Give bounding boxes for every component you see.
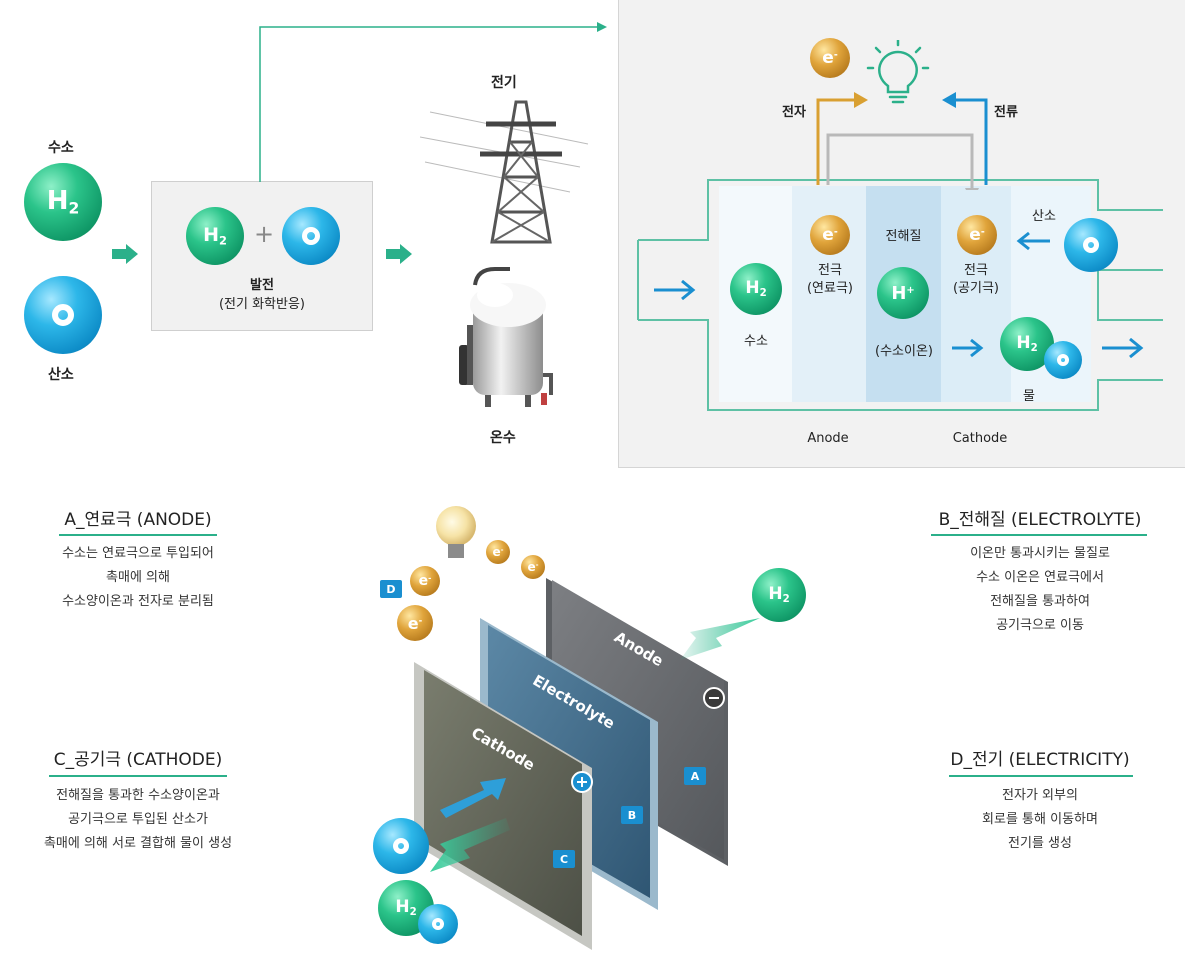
section-electrolyte-desc: 이온만 통과시키는 물질로 수소 이온은 연료극에서 전해질을 통과하여 공기극… [970,546,1110,633]
cell-outline [637,179,1163,411]
electrolyte-label: 전해질 [885,229,922,244]
electricity-label: 전기 [491,75,517,91]
anode-electrode-sub-label: (연료극) [806,281,854,296]
section-cathode-title: C_공기극 (CATHODE) [53,750,223,770]
plus-sign: + [254,220,275,248]
oxygen-molecule-icon [282,207,340,265]
section-underline [931,534,1147,536]
section-underline [49,775,227,777]
section-cathode-desc: 전해질을 통과한 수소양이온과 공기극으로 투입된 산소가 촉매에 의해 서로 … [43,788,233,851]
hydrogen-ion-icon: H+ [877,267,929,319]
section-anode-desc: 수소는 연료극으로 투입되어 촉매에 의해 수소양이온과 전자로 분리됨 [62,546,214,609]
hydrogen-label: 수소 [48,140,74,156]
section-electrolyte-title: B_전해질 (ELECTROLYTE) [938,510,1142,530]
electron-icon: e- [810,215,850,255]
electron-icon: e- [957,215,997,255]
oxygen-molecule-icon [24,276,102,354]
anode-label: Anode [807,431,849,446]
section-anode-title: A_연료극 (ANODE) [64,510,212,530]
ion-flow-arrow-icon [952,338,984,358]
cell-oxygen-label: 산소 [1032,209,1056,224]
flow-arrow-icon [112,244,138,264]
electron-icon: e- [810,38,850,78]
light-bulb-icon [866,40,930,104]
section-electricity-desc: 전자가 외부의 회로를 통해 이동하며 전기를 생성 [982,788,1098,851]
section-underline [949,775,1133,777]
process-box [151,181,373,331]
water-oxygen-icon [1044,341,1082,379]
tag-c: C [553,850,575,868]
tag-a: A [684,767,706,785]
connector-line [259,22,607,182]
power-tower-icon [420,100,589,244]
oxygen-label: 산소 [48,367,74,383]
electron-icon: e- [521,555,545,579]
hydrogen-molecule-icon: H2 [24,163,102,241]
electron-icon: e- [410,566,440,596]
process-sub-label: (전기 화학반응) [218,297,306,312]
fuel-cell-stack-illustration [414,506,760,950]
section-underline [59,534,217,536]
flow-arrow-icon [386,244,412,264]
process-label: 발전 [250,278,274,293]
stack-oxygen-icon [373,818,429,874]
tag-d: D [380,580,402,598]
hydrogen-molecule-icon: H2 [730,263,782,315]
hydrogen-inflow-arrow-icon [654,280,696,300]
external-circuit [816,92,988,190]
anode-electrode-label: 전극 [818,263,842,278]
hydrogen-ion-label: (수소이온) [875,344,933,359]
oxygen-molecule-icon [1064,218,1118,272]
hydrogen-molecule-icon: H2 [186,207,244,265]
oxygen-inflow-arrow-icon [1016,231,1050,251]
section-electricity-title: D_전기 (ELECTRICITY) [950,750,1130,770]
stack-water-oxygen-icon [418,904,458,944]
cell-hydrogen-label: 수소 [744,334,768,349]
hot-water-tank-icon [459,267,553,407]
electron-icon: e- [486,540,510,564]
cathode-label: Cathode [952,431,1008,446]
water-label: 물 [1023,389,1035,404]
water-outflow-arrow-icon [1102,338,1144,358]
electron-label: 전자 [782,105,806,120]
electron-icon: e- [397,605,433,641]
cathode-electrode-sub-label: (공기극) [952,281,1000,296]
stack-hydrogen-icon: H2 [752,568,806,622]
tag-b: B [621,806,643,824]
cathode-electrode-label: 전극 [964,263,988,278]
hot-water-label: 온수 [490,430,516,446]
current-label: 전류 [994,105,1018,120]
